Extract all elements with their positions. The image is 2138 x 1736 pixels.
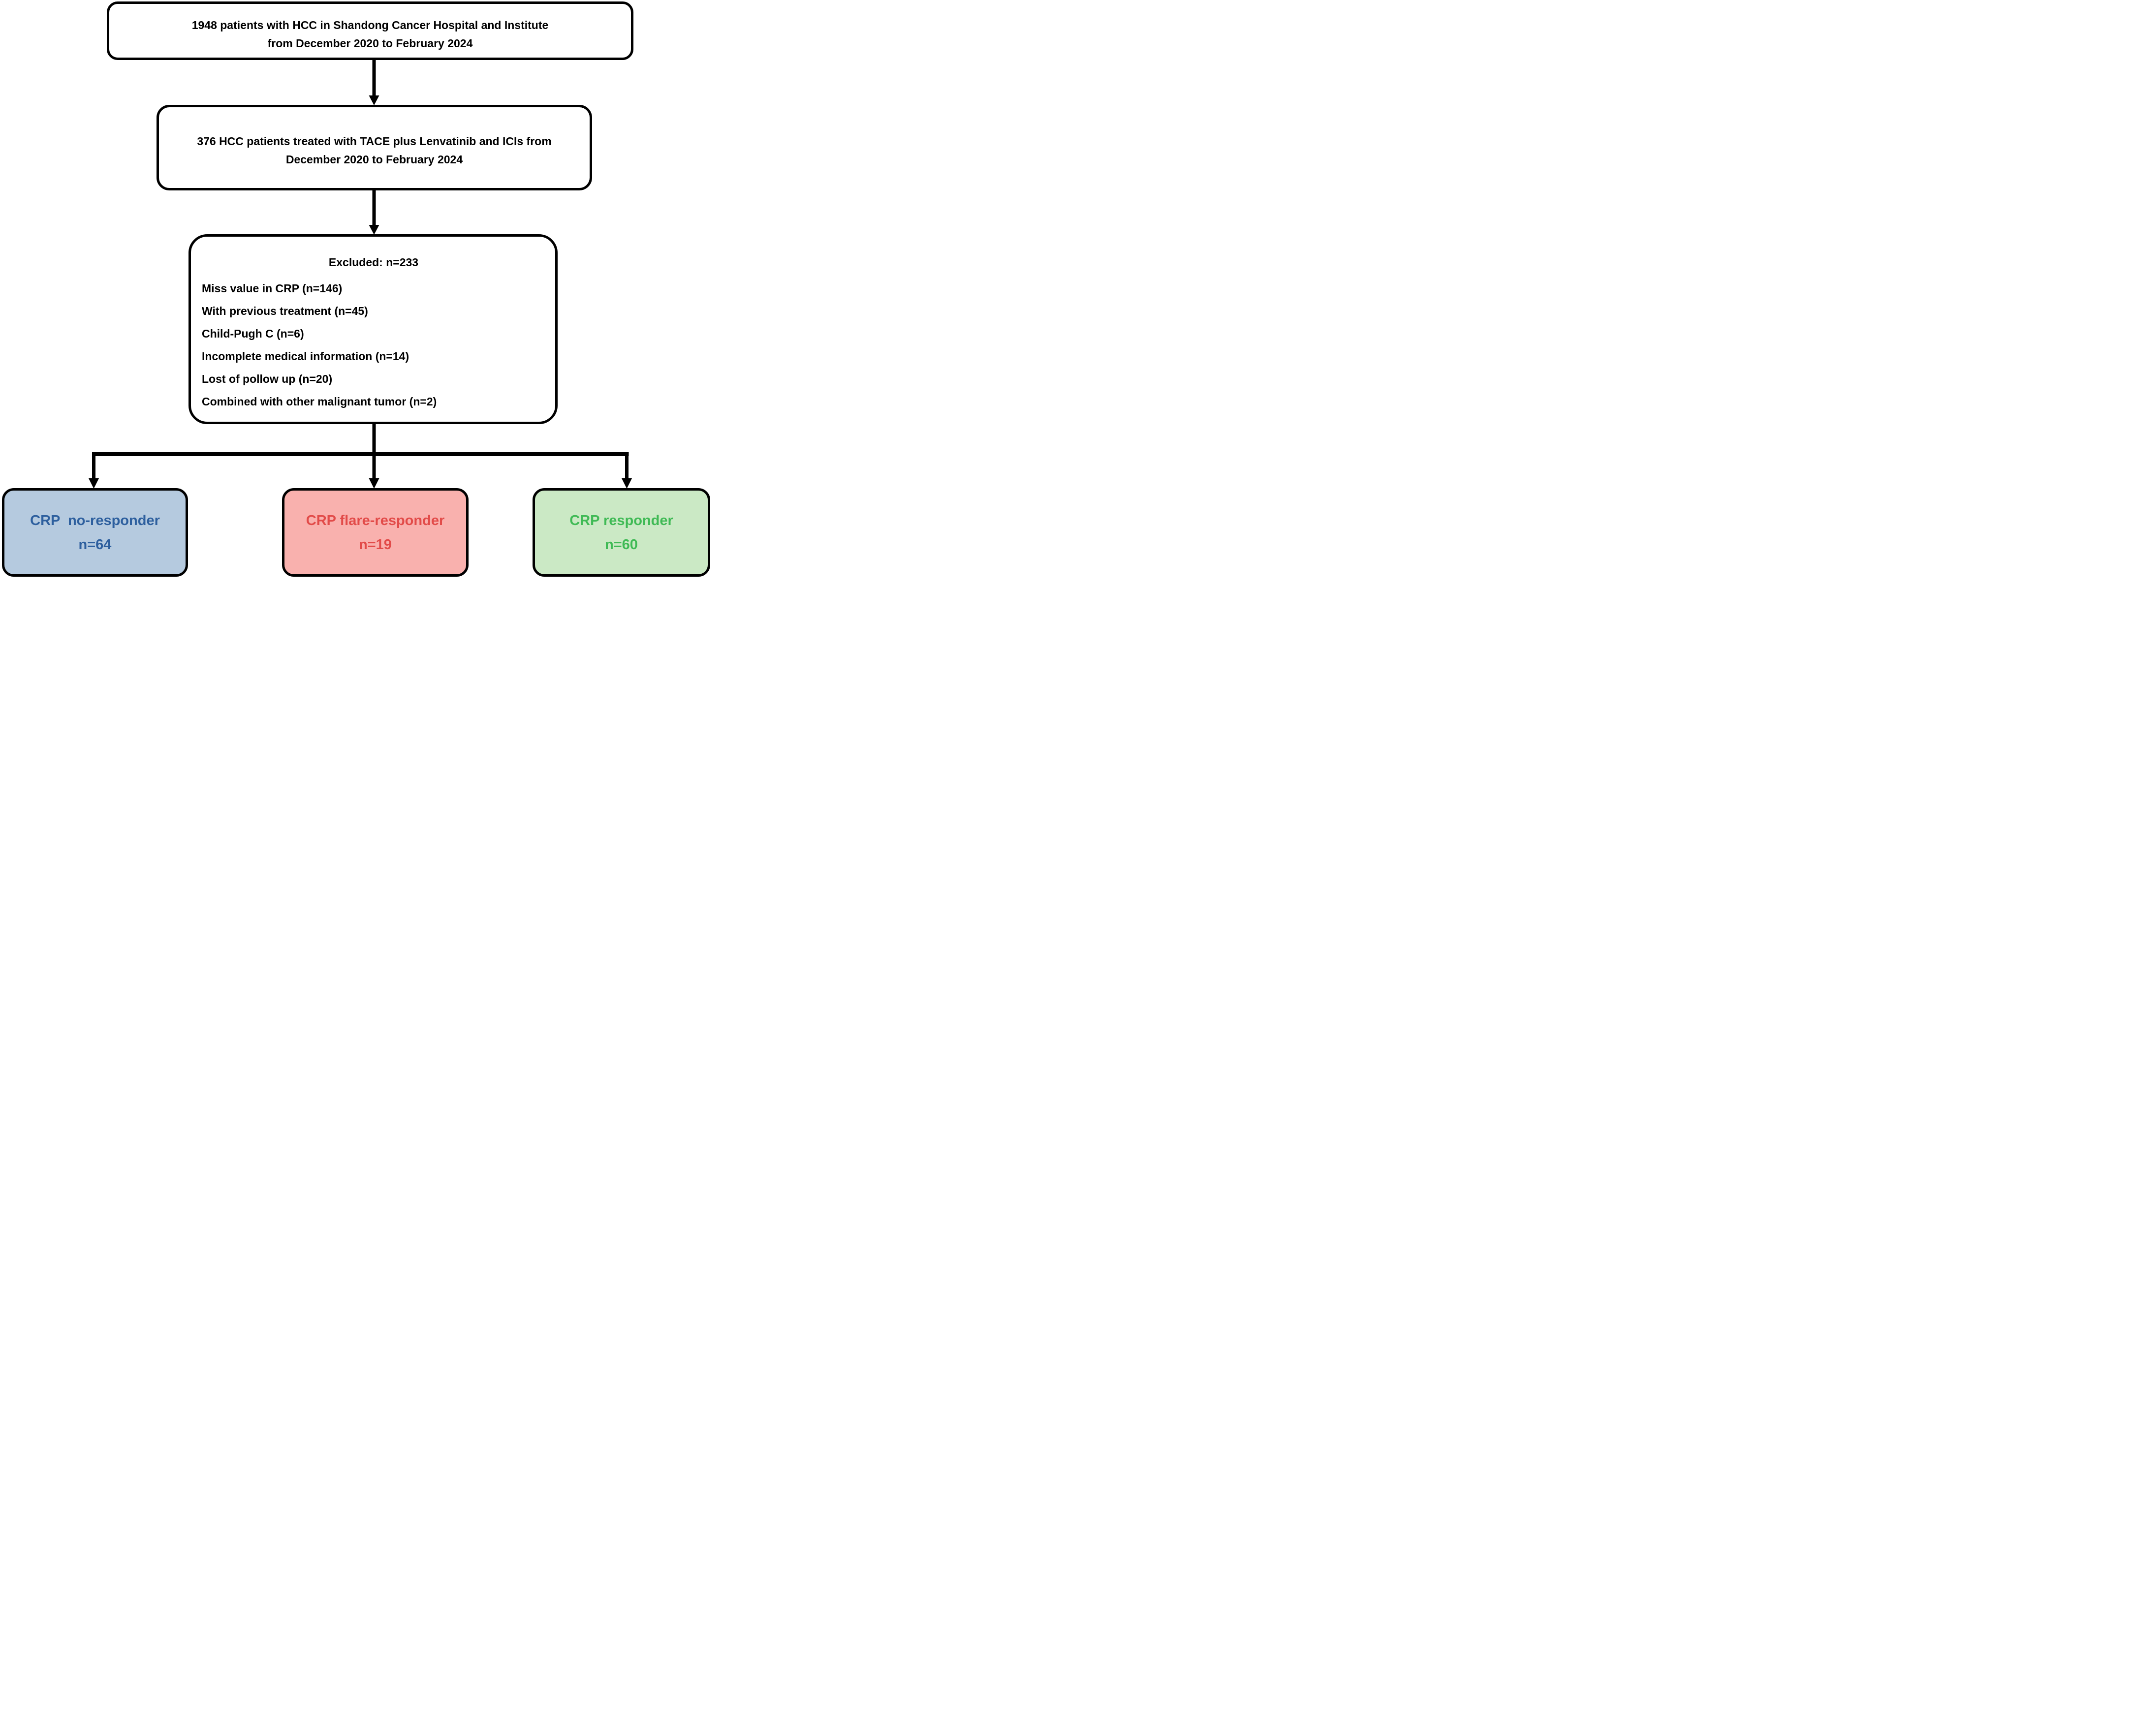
outcome-label: CRP responder [569,512,673,528]
down-arrow-branch-right [622,456,632,489]
enrollment-text-line: 1948 patients with HCC in Shandong Cance… [191,18,549,31]
outcome-count: n=60 [605,536,638,553]
down-arrow-branch-left [89,456,99,489]
down-arrow-top-to-second [369,59,379,105]
outcome-label: CRP no-responder [30,512,160,528]
enrollment-box: 1948 patients with HCC in Shandong Cance… [107,1,633,60]
excluded-item: Child-Pugh C (n=6) [202,327,304,340]
outcome-box-crp-no-responder: CRP no-responder n=64 [2,488,188,577]
excluded-item: Lost of pollow up (n=20) [202,372,333,385]
excluded-item: Miss value in CRP (n=146) [202,282,343,295]
down-arrow-branch-middle [369,456,379,489]
excluded-item: With previous treatment (n=45) [202,305,368,317]
down-arrow-second-to-excluded [369,189,379,235]
outcome-count: n=19 [359,536,392,553]
excluded-item: Incomplete medical information (n=14) [202,350,409,363]
treated-cohort-text-line: 376 HCC patients treated with TACE plus … [197,135,552,148]
enrollment-text-line: from December 2020 to February 2024 [267,36,473,50]
patient-flow-diagram: 1948 patients with HCC in Shandong Cance… [0,0,713,579]
treated-cohort-box: 376 HCC patients treated with TACE plus … [157,105,592,190]
branch-connector [92,423,629,456]
outcome-label: CRP flare-responder [306,512,445,528]
excluded-box: Excluded: n=233 Miss value in CRP (n=146… [189,234,558,424]
outcome-box-crp-flare-responder: CRP flare-responder n=19 [282,488,469,577]
excluded-item: Combined with other malignant tumor (n=2… [202,395,437,408]
treated-cohort-text-line: December 2020 to February 2024 [285,153,463,166]
connector-arrows [89,59,632,489]
outcome-count: n=64 [78,536,112,553]
excluded-title: Excluded: n=233 [328,256,419,269]
outcome-box-crp-responder: CRP responder n=60 [533,488,710,577]
